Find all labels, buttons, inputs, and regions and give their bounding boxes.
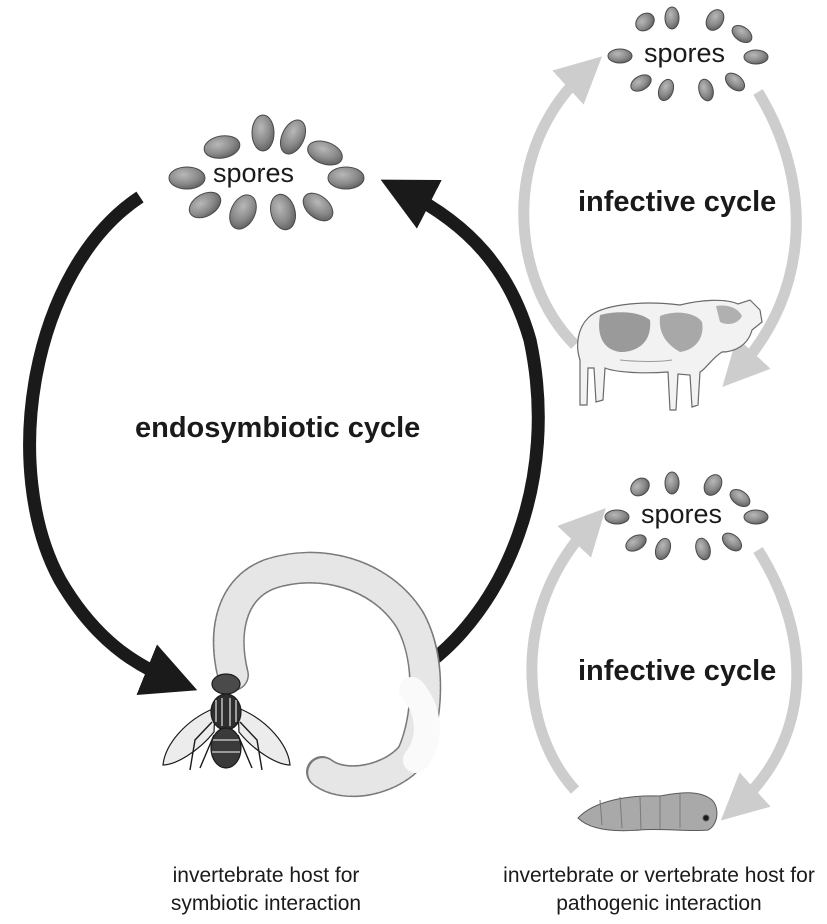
spores-label-top-right: spores [644, 38, 725, 69]
infective-cycle-top-label: infective cycle [578, 186, 776, 219]
spore [693, 537, 712, 562]
spore [701, 471, 726, 498]
spore [727, 486, 753, 510]
fly-left-wing [163, 708, 215, 765]
spore [656, 77, 677, 102]
spore [744, 510, 768, 524]
spore [298, 188, 338, 227]
caterpillar-illustration [578, 793, 717, 831]
spore [729, 22, 755, 46]
spore [169, 167, 205, 189]
spore [275, 116, 310, 158]
spore [719, 530, 745, 555]
spore [653, 536, 674, 561]
spore [605, 510, 629, 524]
fly-right-wing [238, 708, 290, 765]
spore [328, 167, 364, 189]
caption-pathogenic-host: invertebrate or vertebrate host for path… [498, 862, 820, 918]
spore [252, 115, 274, 151]
nematode-tail [412, 690, 427, 760]
spore [304, 137, 345, 170]
spore [632, 9, 658, 34]
caption-symbiotic-host: invertebrate host for symbiotic interact… [150, 862, 382, 918]
endosymbiotic-right-arrow [405, 192, 538, 668]
fly-head [212, 674, 240, 694]
spore [608, 49, 632, 63]
fly-abdomen [211, 728, 241, 768]
spore [703, 6, 728, 33]
spore [267, 192, 299, 233]
infective-top-left-arrow [524, 72, 585, 345]
caterpillar-eye [703, 815, 709, 821]
cow-illustration [578, 300, 762, 410]
spore [722, 70, 748, 95]
spore [696, 78, 715, 103]
spore [623, 531, 649, 554]
spores-label-bottom-right: spores [641, 499, 722, 530]
spore [202, 133, 241, 161]
endosymbiotic-cycle-label: endosymbiotic cycle [135, 412, 420, 445]
infective-cycle-bottom-label: infective cycle [578, 655, 776, 688]
spore [665, 7, 679, 29]
fly-illustration [163, 674, 290, 770]
spore [665, 472, 679, 494]
spore [744, 50, 768, 64]
spore [627, 474, 653, 499]
caterpillar-body [578, 793, 717, 831]
spore [225, 191, 262, 234]
spore [628, 71, 654, 94]
spore [185, 187, 225, 223]
spores-label-main: spores [213, 158, 294, 189]
